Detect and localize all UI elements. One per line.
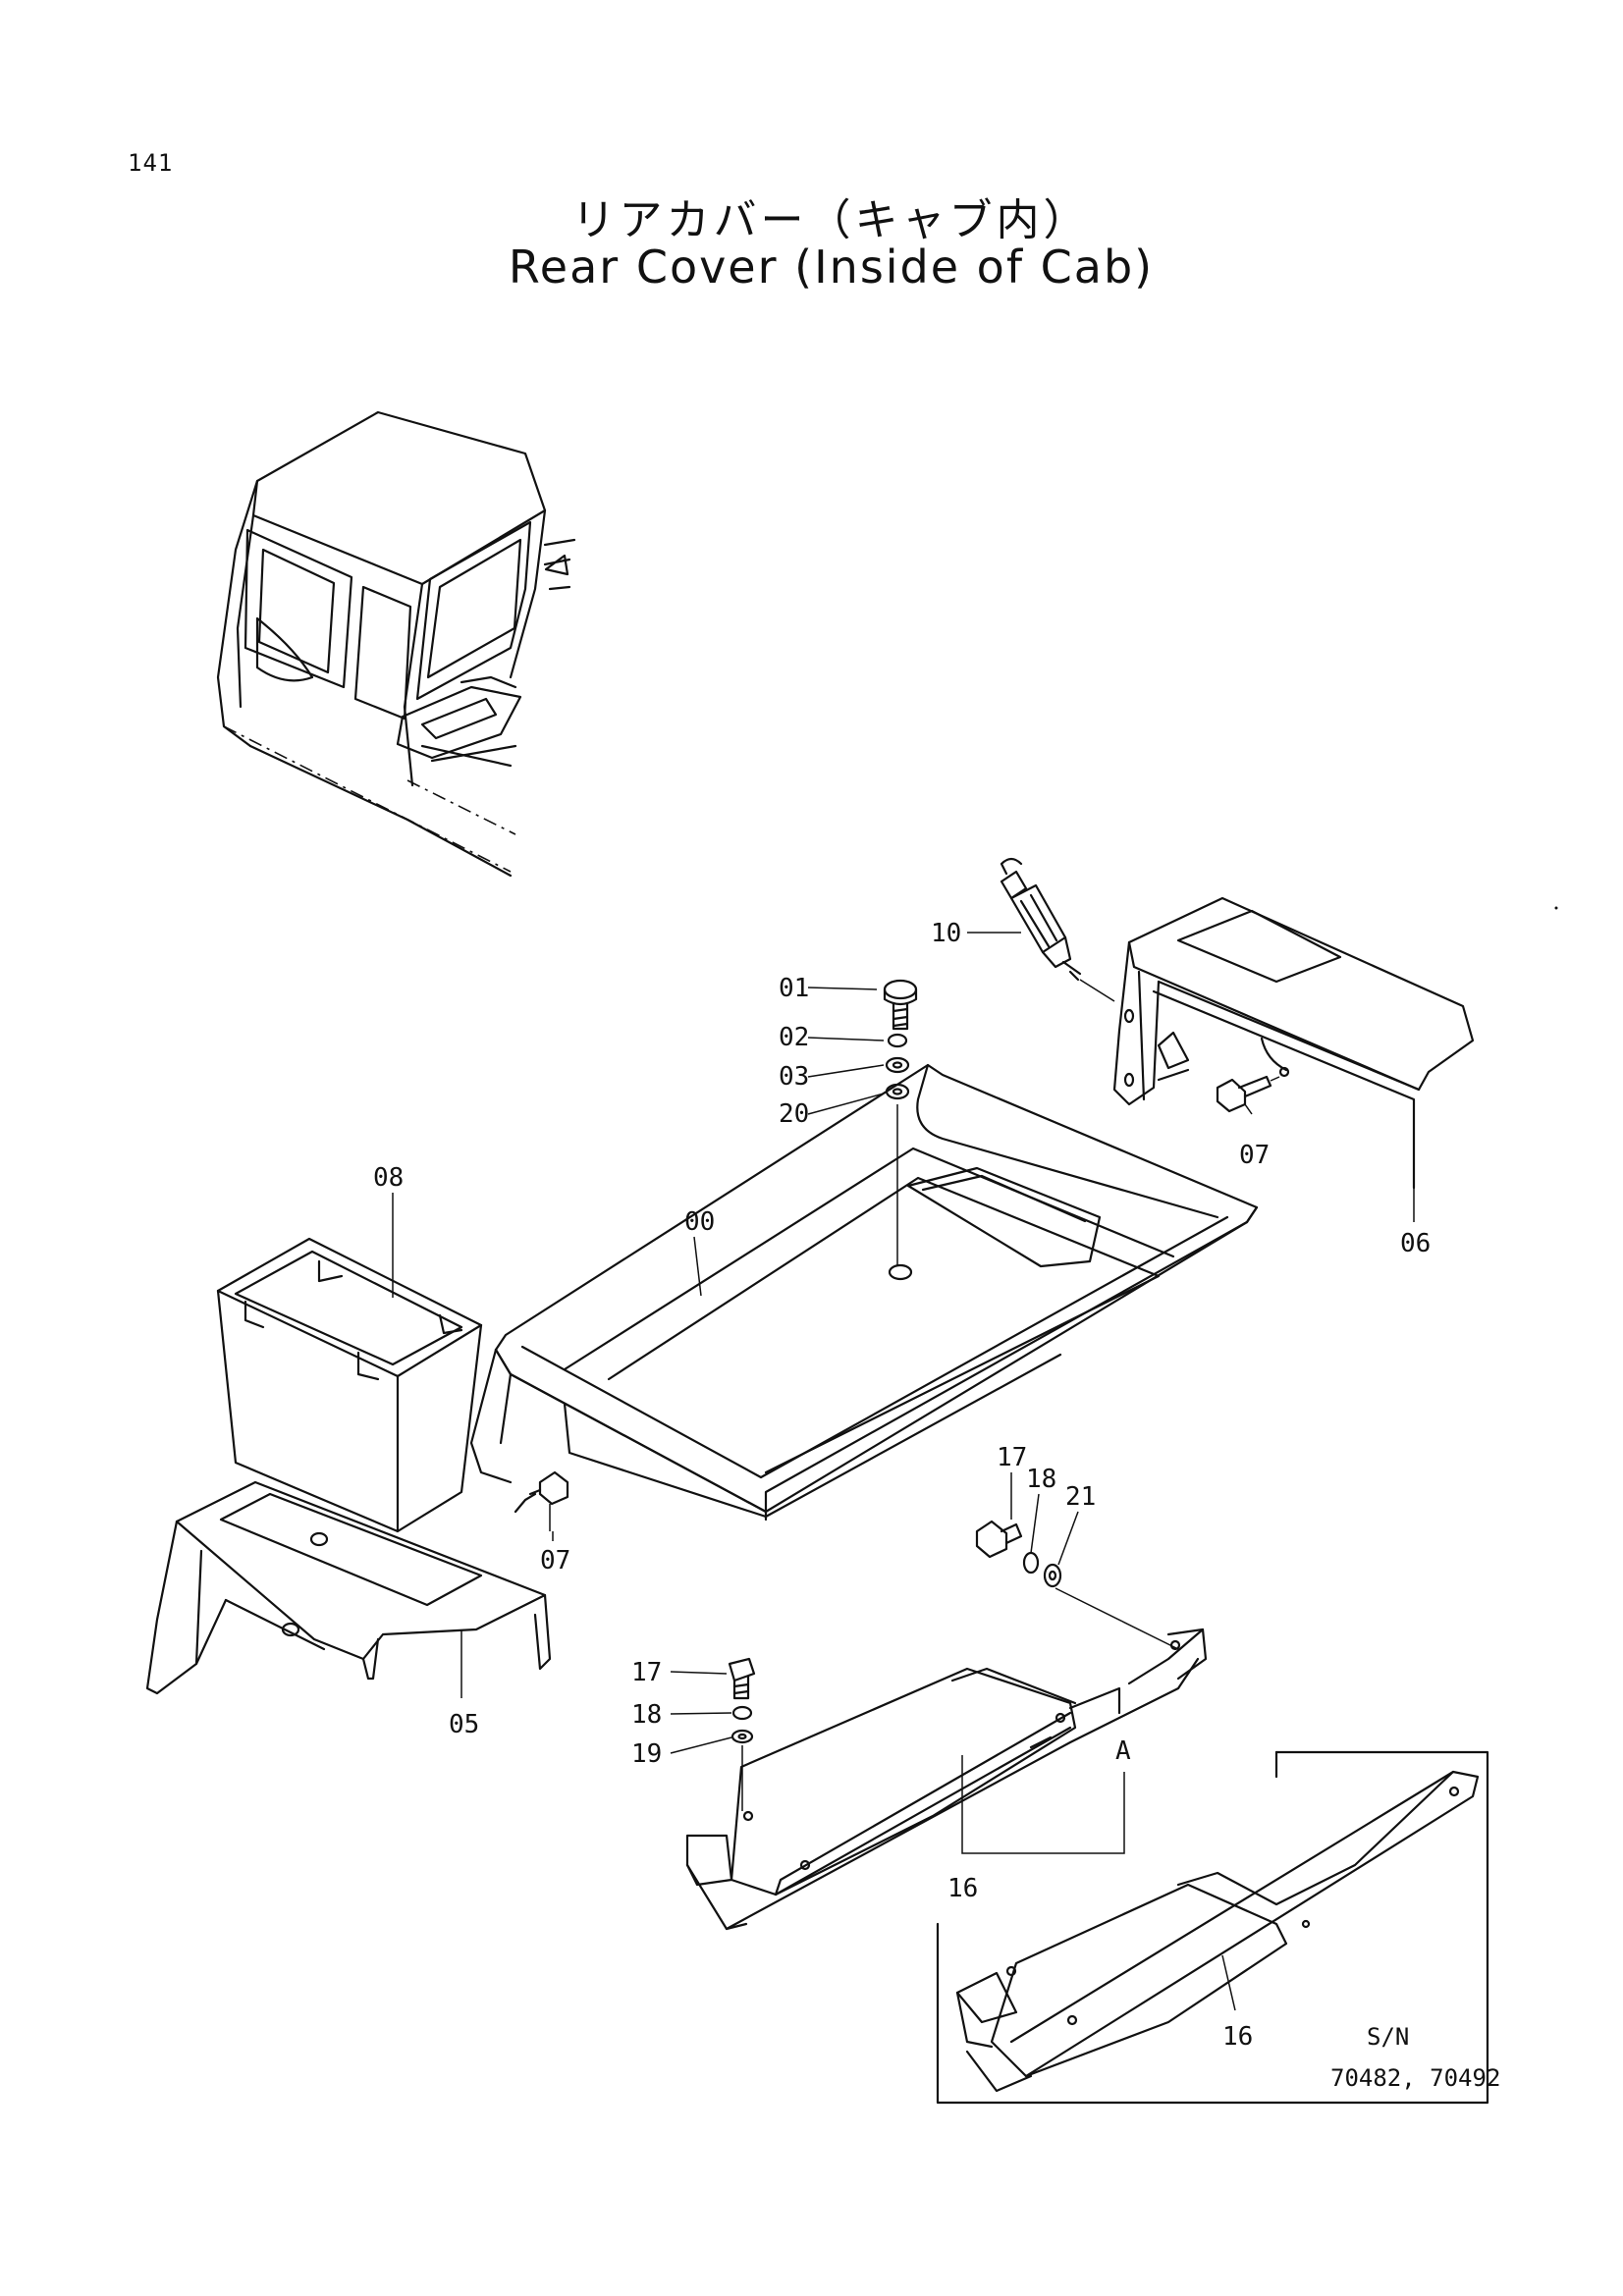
- label-part-03: 03: [779, 1062, 809, 1092]
- variant-inset: [936, 1750, 1489, 2105]
- serial-number-label: S/N: [1367, 2023, 1409, 2051]
- bolt-07-left: [514, 1470, 569, 1531]
- rear-cover-part-00: [469, 1063, 1259, 1522]
- label-part-10: 10: [931, 919, 961, 948]
- label-part-00: 00: [684, 1207, 715, 1237]
- label-part-19: 19: [631, 1739, 662, 1769]
- label-part-17-upper: 17: [997, 1443, 1027, 1472]
- label-part-08: 08: [373, 1163, 404, 1193]
- label-part-20: 20: [779, 1099, 809, 1129]
- label-part-17-lower: 17: [631, 1658, 662, 1687]
- storage-box-part-08: [216, 1237, 483, 1533]
- page-number: 141: [128, 149, 174, 177]
- label-part-18-upper: 18: [1026, 1465, 1056, 1494]
- label-part-06: 06: [1400, 1229, 1431, 1258]
- hardware-set-upper: [975, 1520, 1062, 1588]
- label-part-18-lower: 18: [631, 1700, 662, 1730]
- label-part-07-left: 07: [540, 1546, 570, 1575]
- bolt-07-right: [1216, 1075, 1280, 1113]
- bracket-part-05: [145, 1480, 552, 1695]
- label-part-07-right: 07: [1239, 1141, 1270, 1170]
- label-part-16-inset: 16: [1222, 2022, 1253, 2052]
- label-part-16-main: 16: [947, 1874, 978, 1903]
- label-part-02: 02: [779, 1023, 809, 1052]
- label-part-21: 21: [1065, 1482, 1096, 1512]
- screw-stack: [883, 979, 918, 1266]
- part-labels: 01 02 03 20 10 08 00 07 06 07 05 17 18 2…: [373, 919, 1500, 2092]
- label-view-a: A: [1115, 1736, 1131, 1766]
- plate-part-16: [685, 1587, 1208, 1931]
- label-part-05: 05: [449, 1710, 479, 1739]
- title-japanese: リアカバー（キャブ内）: [571, 195, 1091, 245]
- hardware-set-lower: [728, 1657, 756, 1811]
- title-english: Rear Cover (Inside of Cab): [508, 240, 1155, 294]
- cab-overview-illustration: [216, 410, 576, 878]
- stray-mark: [1554, 906, 1558, 910]
- label-part-01: 01: [779, 974, 809, 1003]
- lighter-part-10: [1000, 857, 1115, 1002]
- leader-lines: [392, 932, 1415, 1854]
- serial-number-values: 70482, 70492: [1330, 2064, 1500, 2092]
- cover-part-06: [1112, 896, 1475, 1190]
